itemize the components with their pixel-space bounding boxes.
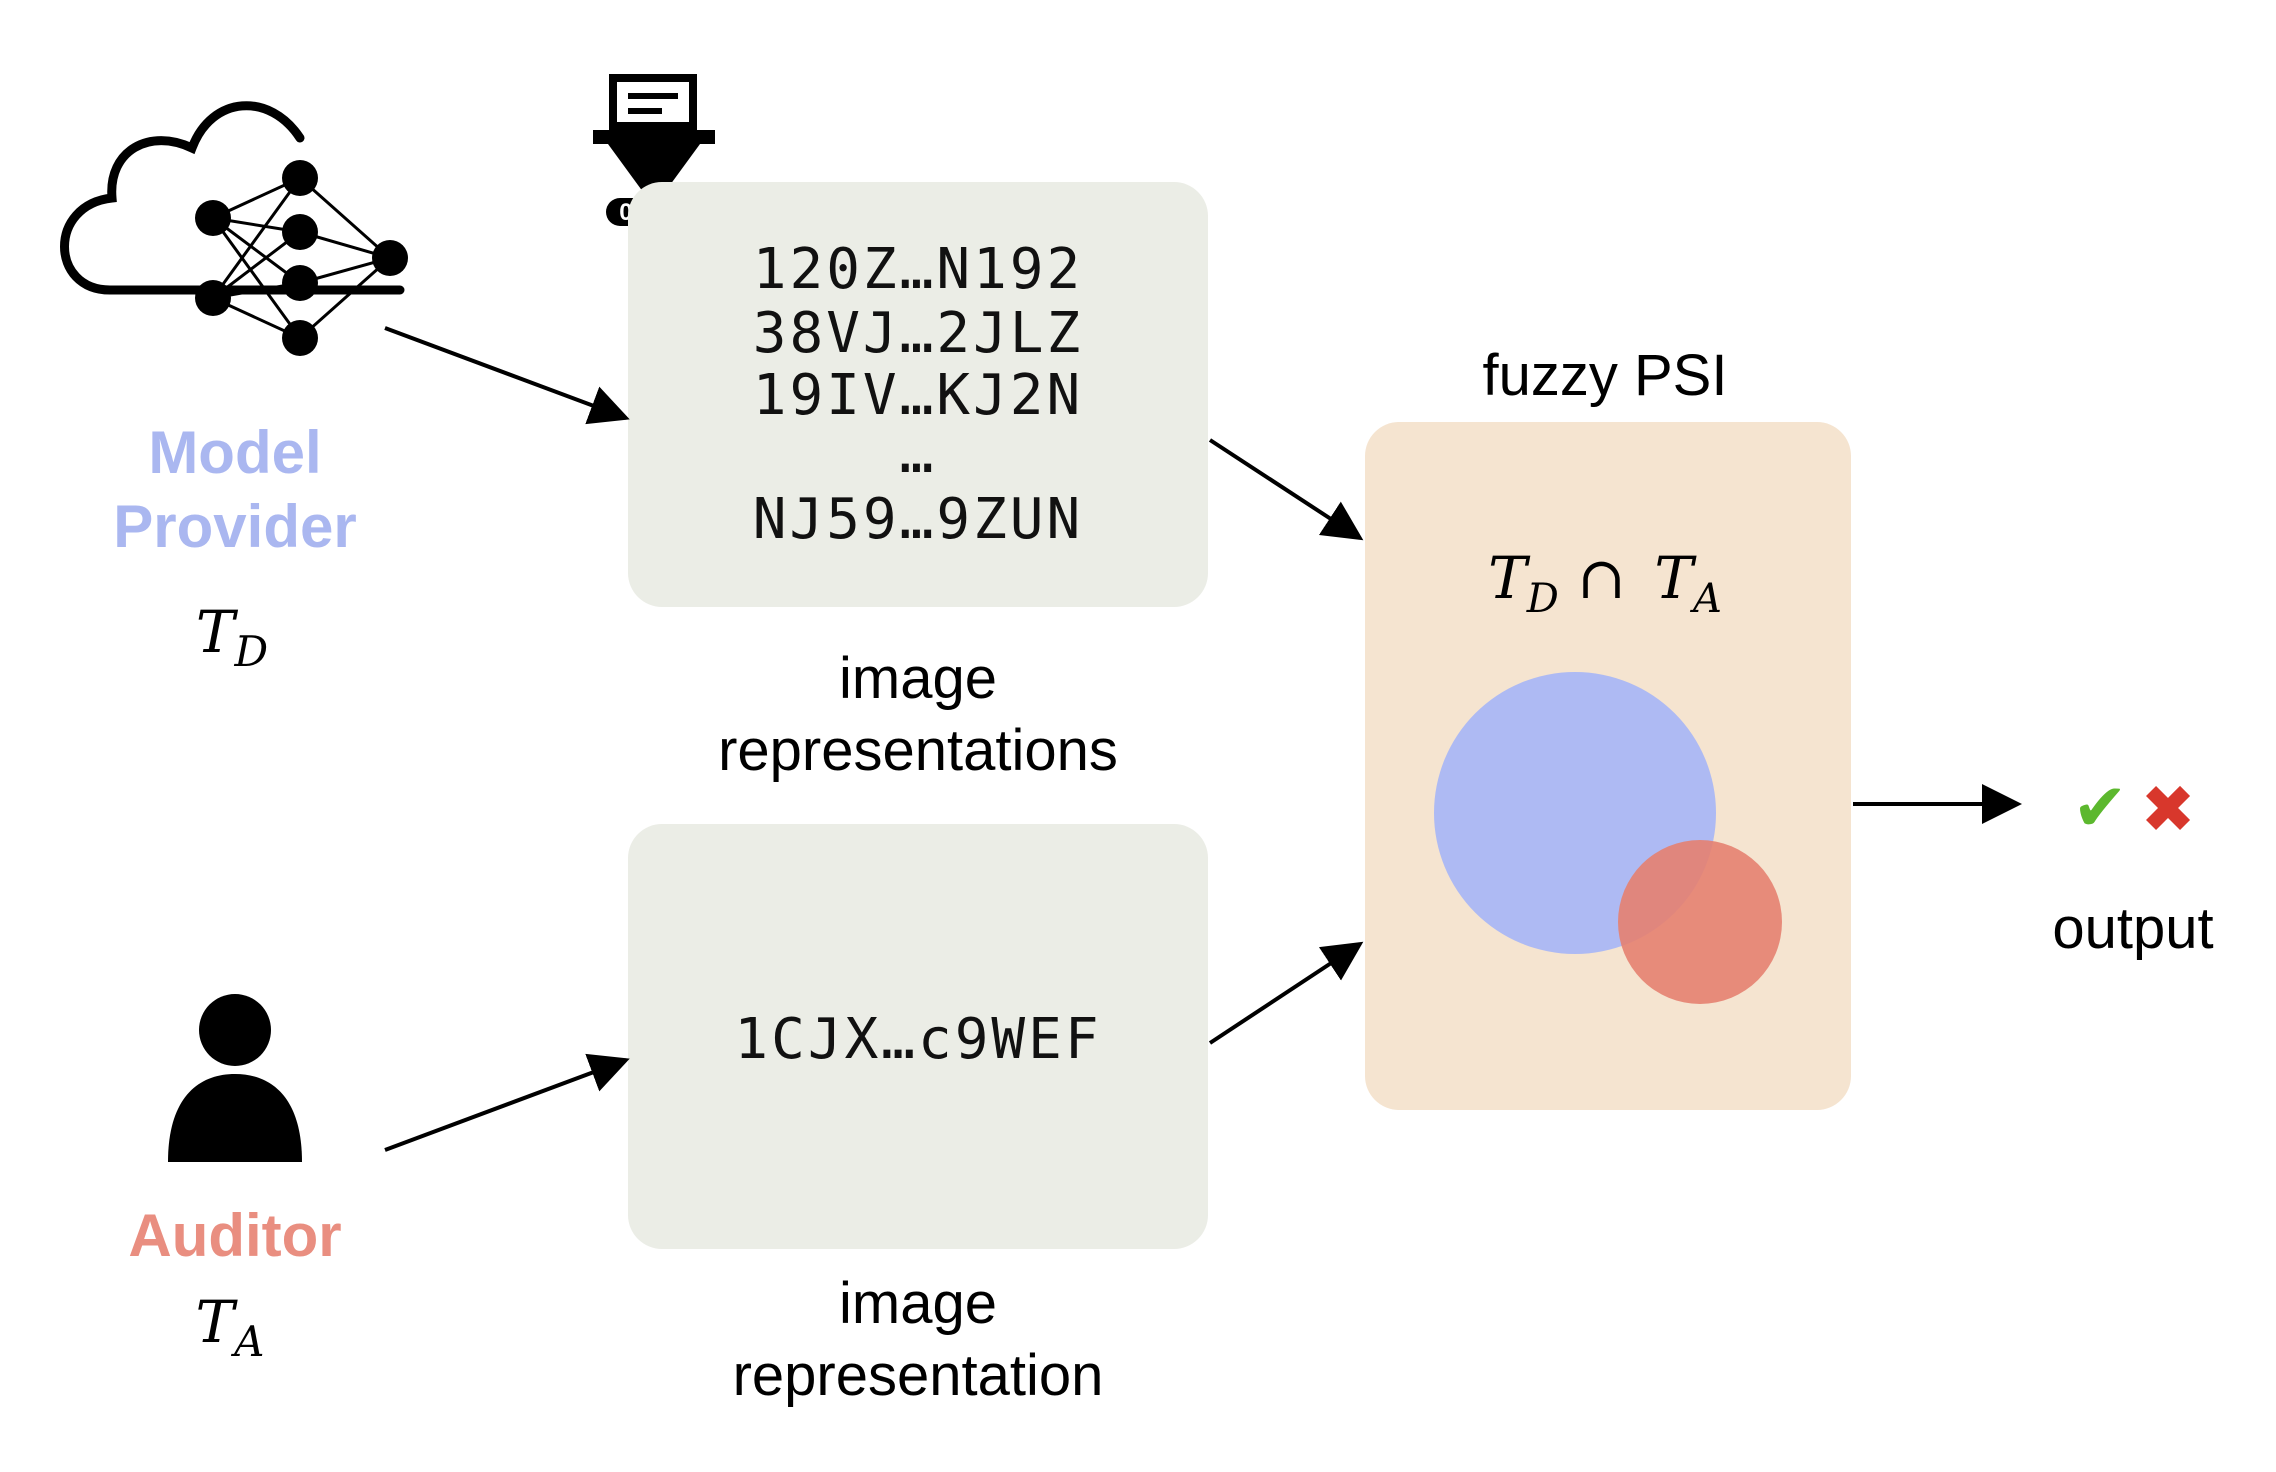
model-provider-label-line2: Provider: [113, 493, 356, 560]
person-icon: [168, 994, 302, 1162]
representation-item: 38VJ…2JLZ: [753, 301, 1083, 366]
representation-ellipsis: …: [900, 421, 937, 486]
provider-representations-box: [628, 182, 1208, 607]
representation-item: NJ59…9ZUN: [753, 487, 1083, 552]
auditor-representation-caption-line2: representation: [733, 1343, 1104, 1408]
auditor-label: Auditor: [128, 1202, 341, 1269]
representation-item: 120Z…N192: [753, 237, 1083, 302]
arrow-auditor-to-representation: [384, 1053, 630, 1152]
arrow-representations-to-psi: [1208, 438, 1364, 541]
model-provider-set-label: TD: [196, 598, 268, 676]
provider-representations-caption-line2: representations: [718, 718, 1118, 783]
model-provider-label-line1: Model: [148, 419, 321, 486]
output-label: output: [2052, 896, 2213, 961]
cross-mark-icon: ✖: [2140, 772, 2195, 846]
set-intersection-venn: [1434, 672, 1782, 1004]
representation-item: 19IV…KJ2N: [753, 363, 1083, 428]
provider-representation-list: 120Z…N192 38VJ…2JLZ 19IV…KJ2N … NJ59…9ZU…: [753, 237, 1083, 552]
auditor-representation-box: [628, 824, 1208, 1249]
auditor-representation-caption-line1: image: [839, 1271, 997, 1336]
auditor-set-label: TA: [195, 1288, 264, 1366]
arrow-representation-to-psi: [1208, 941, 1364, 1045]
set-a-circle: [1618, 840, 1782, 1004]
psi-formula: TD ∩ TA: [1488, 544, 1722, 622]
psi-title: fuzzy PSI: [1483, 343, 1728, 408]
arrow-provider-to-representations: [384, 326, 630, 425]
provider-representations-caption-line1: image: [839, 646, 997, 711]
auditor-representation-item: 1CJX…c9WEF: [734, 1007, 1101, 1072]
check-mark-icon: ✔: [2072, 770, 2127, 844]
cloud-neural-network-icon: [60, 101, 408, 356]
